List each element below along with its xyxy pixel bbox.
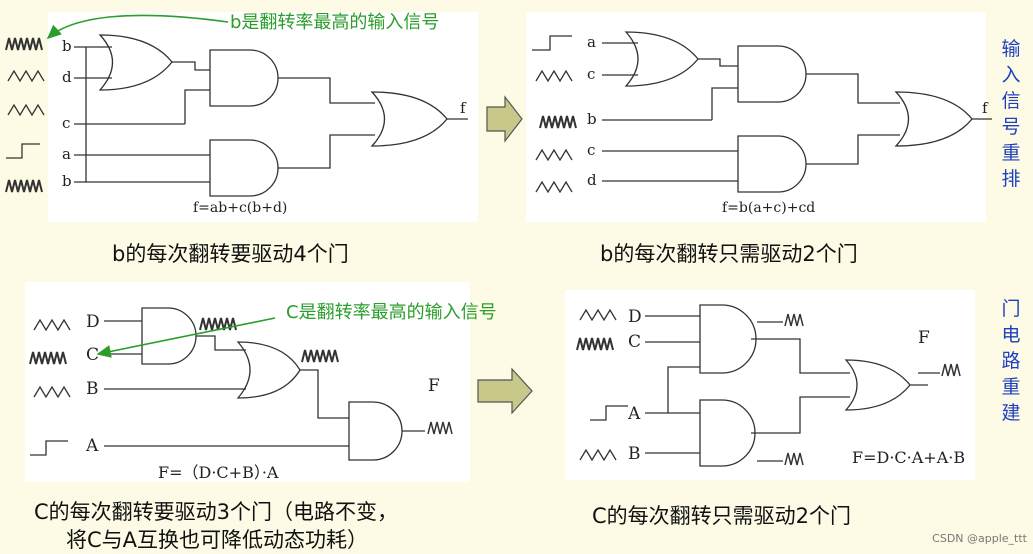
input-label: a xyxy=(587,33,596,51)
input-label: A xyxy=(85,436,99,456)
output-label: F xyxy=(918,328,930,348)
step-wave-icon xyxy=(532,35,572,51)
or-gate xyxy=(236,341,301,399)
side-label-gate-rebuild: 门电路重建 xyxy=(1001,298,1021,424)
or-gate xyxy=(98,34,173,91)
right-arrow-icon xyxy=(486,95,523,143)
input-label: b xyxy=(62,172,72,190)
medium-wave-icon xyxy=(579,448,617,462)
and-gate xyxy=(348,401,403,461)
output-label: F xyxy=(428,376,440,396)
fast-wave-icon xyxy=(29,351,67,365)
caption-top-right: b的每次翻转只需驱动2个门 xyxy=(600,242,858,266)
note-arrow xyxy=(96,317,276,358)
fast-wave-icon xyxy=(576,337,614,351)
fast-wave-icon xyxy=(5,37,43,51)
and-gate xyxy=(737,135,807,193)
medium-wave-icon xyxy=(7,103,45,117)
step-wave-icon xyxy=(30,440,68,456)
bottom-note: C是翻转率最高的输入信号 xyxy=(286,302,497,323)
caption-bottom-left-2: 将C与A互换也可降低动态功耗） xyxy=(66,528,369,552)
fast-wave-icon xyxy=(427,421,453,435)
watermark: CSDN @apple_ttt xyxy=(932,532,1027,545)
output-label: f xyxy=(460,99,467,117)
top-note: b是翻转率最高的输入信号 xyxy=(230,12,440,33)
medium-wave-icon xyxy=(33,318,71,332)
input-label: b xyxy=(587,110,597,128)
and-gate xyxy=(209,139,279,197)
medium-wave-icon xyxy=(535,148,573,162)
input-label: D xyxy=(628,307,642,327)
input-label: A xyxy=(627,404,641,424)
input-label: C xyxy=(628,332,641,352)
or-gate xyxy=(844,359,911,411)
fast-wave-icon xyxy=(199,317,237,331)
step-wave-icon xyxy=(6,143,40,159)
formula: F=（D·C+B）·A xyxy=(158,463,279,482)
fast-wave-icon xyxy=(784,313,804,327)
input-label: c xyxy=(587,65,595,83)
caption-bottom-left-1: C的每次翻转要驱动3个门（电路不变， xyxy=(34,500,399,524)
input-label: c xyxy=(62,114,70,132)
fast-wave-icon xyxy=(941,363,961,377)
output-label: f xyxy=(982,99,989,117)
note-arrow xyxy=(46,14,229,40)
and-gate xyxy=(141,307,197,365)
formula: f=b(a+c)+cd xyxy=(722,200,815,216)
and-gate xyxy=(699,399,756,467)
and-gate xyxy=(737,45,807,103)
or-gate xyxy=(894,91,973,147)
medium-wave-icon xyxy=(33,385,71,399)
caption-top-left: b的每次翻转要驱动4个门 xyxy=(112,242,349,266)
input-label: D xyxy=(86,312,100,332)
top-left-panel xyxy=(48,12,478,222)
caption-bottom-right: C的每次翻转只需驱动2个门 xyxy=(592,504,852,528)
fast-wave-icon xyxy=(5,179,43,193)
medium-wave-icon xyxy=(579,308,617,322)
fast-wave-icon xyxy=(784,452,804,466)
top-right-panel xyxy=(526,12,986,222)
formula: f=ab+c(b+d) xyxy=(193,200,287,216)
input-label: C xyxy=(86,345,99,365)
medium-wave-icon xyxy=(7,69,45,83)
or-gate xyxy=(370,91,448,147)
or-gate xyxy=(624,31,699,87)
and-gate xyxy=(699,304,757,374)
input-label: d xyxy=(62,68,72,86)
input-label: B xyxy=(628,444,641,464)
and-gate xyxy=(209,49,279,107)
medium-wave-icon xyxy=(535,180,573,194)
input-label: c xyxy=(587,141,595,159)
input-label: B xyxy=(86,379,99,399)
input-label: d xyxy=(587,171,597,189)
medium-wave-icon xyxy=(535,69,573,83)
fast-wave-icon xyxy=(301,349,339,363)
formula: F=D·C·A+A·B xyxy=(852,448,965,467)
right-arrow-icon xyxy=(477,367,533,415)
input-label: b xyxy=(62,37,72,55)
step-wave-icon xyxy=(590,405,628,421)
side-label-input-reorder: 输入信号重排 xyxy=(1001,38,1021,190)
input-label: a xyxy=(62,145,71,163)
fast-wave-icon xyxy=(539,115,577,129)
